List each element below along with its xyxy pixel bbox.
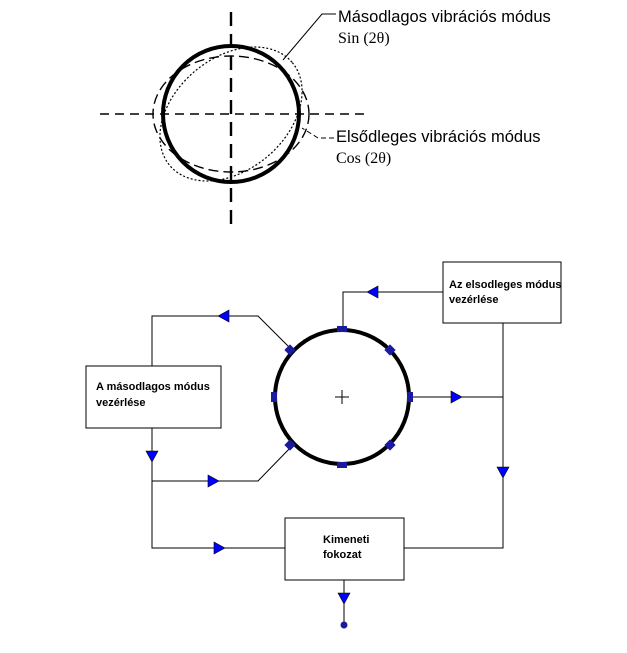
- rest-ring: [161, 44, 301, 184]
- output-terminal: [340, 621, 348, 629]
- primary-control-block: Az elsodleges módus vezérlése: [442, 261, 562, 324]
- electrode-right: [407, 392, 413, 402]
- primary-control-label-line2: vezérlése: [449, 294, 499, 306]
- primary-mode-ellipse: [152, 55, 310, 173]
- ring-resonator: [271, 326, 413, 468]
- primary-mode-leader: [301, 127, 334, 139]
- secondary-mode-leader: [282, 13, 336, 61]
- primary-control-down-wire: [404, 323, 504, 549]
- electrode-top-right: [384, 344, 396, 356]
- output-stage-block: Kimeneti fokozat: [284, 517, 405, 581]
- secondary-feedback-wire: [152, 445, 293, 482]
- arrow-primary-top-left: [366, 285, 379, 299]
- arrow-secondary-down: [145, 450, 159, 463]
- secondary-mode-ellipse: [159, 46, 303, 182]
- electrode-top-left: [284, 344, 296, 356]
- electrode-bottom-right: [384, 439, 396, 451]
- secondary-control-label-line1: A másodlagos módus: [96, 381, 210, 393]
- primary-control-label-line1: Az elsodleges módus: [449, 279, 561, 291]
- arrow-secondary-feedback-right: [207, 474, 220, 488]
- arrow-output-in-right: [213, 541, 226, 555]
- secondary-top-wire: [151, 315, 293, 366]
- control-loop: [151, 291, 504, 624]
- mode-figure: Másodlagos vibrációs módus Sin (2θ) Első…: [100, 8, 551, 228]
- primary-mode-title: Elsődleges vibrációs módus: [336, 128, 541, 146]
- primary-mode-formula: Cos (2θ): [336, 150, 391, 167]
- secondary-down-wire: [151, 428, 285, 549]
- output-stage-label-line2: fokozat: [323, 549, 362, 561]
- primary-feedback-top-wire: [342, 291, 443, 330]
- electrode-top: [337, 326, 347, 332]
- arrow-primary-right: [450, 390, 463, 404]
- arrow-output-down: [337, 592, 351, 605]
- electrode-bottom: [337, 462, 347, 468]
- secondary-mode-formula: Sin (2θ): [338, 30, 390, 47]
- electrode-bottom-left: [284, 439, 296, 451]
- secondary-control-label-line2: vezérlése: [96, 397, 146, 409]
- flow-arrows: [145, 285, 510, 605]
- secondary-mode-title: Másodlagos vibrációs módus: [338, 8, 551, 26]
- secondary-control-block: A másodlagos módus vezérlése: [85, 365, 222, 429]
- arrow-secondary-top-left: [217, 309, 230, 323]
- output-stage-label-line1: Kimeneti: [323, 534, 369, 546]
- arrow-primary-down: [496, 466, 510, 479]
- electrode-left: [271, 392, 277, 402]
